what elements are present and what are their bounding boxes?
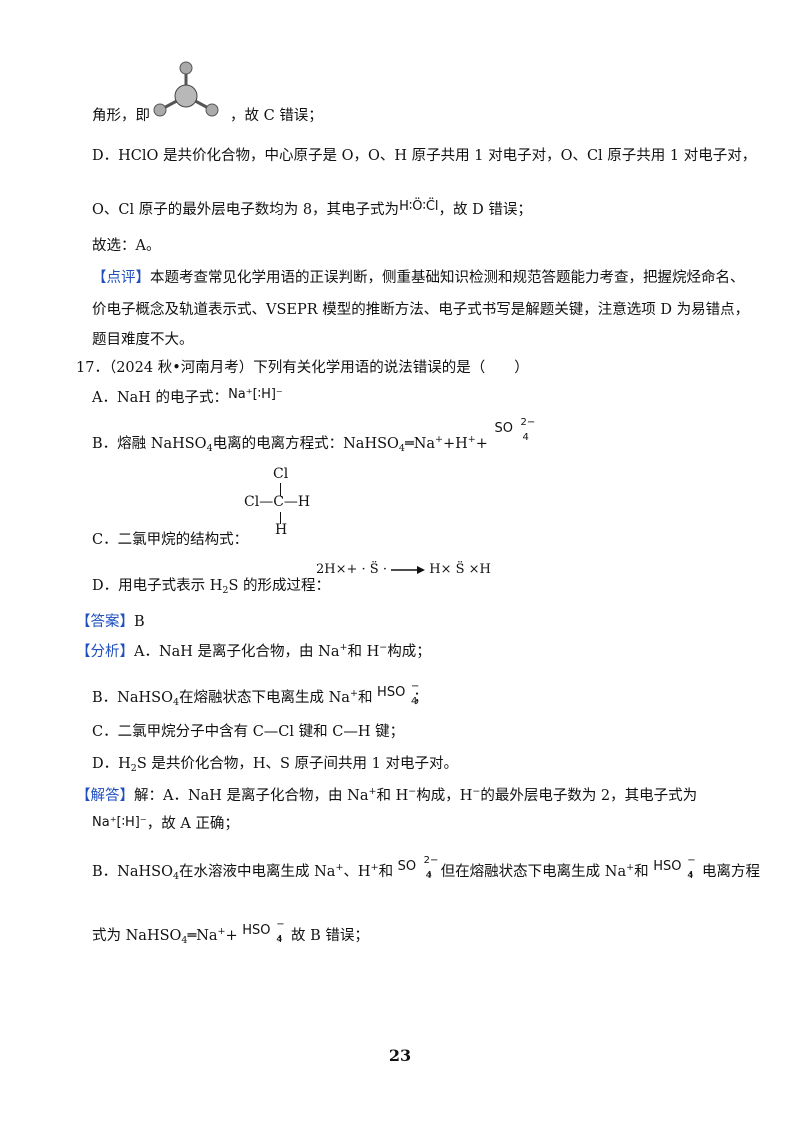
answer: 【答案】B xyxy=(76,614,145,630)
nah-electron-formula: Na⁺[∶H]⁻ xyxy=(92,815,147,830)
option-a: A．NaH 的电子式：Na⁺[∶H]⁻ xyxy=(92,387,283,406)
solution-a-2: Na⁺[∶H]⁻，故 A 正确； xyxy=(92,815,239,832)
hclo-electron-formula: H∶Ö∶C̈l xyxy=(399,199,439,214)
text-line: O、Cl 原子的最外层电子数均为 8，其电子式为H∶Ö∶C̈l，故 D 错误； xyxy=(92,199,532,218)
analysis-c: C．二氯甲烷分子中含有 C—Cl 键和 C—H 键； xyxy=(92,724,405,740)
analysis-a: 【分析】A．NaH 是离子化合物，由 Na+和 H−构成； xyxy=(76,642,431,660)
nah-electron-formula: Na⁺[∶H]⁻ xyxy=(228,387,283,402)
water-molecule-model xyxy=(153,61,219,117)
solution-b-2: 式为 NaHSO4═Na++ HSO−4 ，故 B 错误； xyxy=(92,919,369,946)
question-stem: 17．（2024 秋•河南月考）下列有关化学用语的说法错误的是（ ） xyxy=(76,360,529,376)
analysis-d: D．H2S 是共价化合物，H、S 原子间共用 1 对电子对。 xyxy=(92,756,459,774)
text-line: 角形，即，故 C 错误； xyxy=(92,108,323,124)
h2s-formation-process: 2H×+ · S̈ · H× S̈ ×H xyxy=(316,562,491,577)
reaction-arrow-icon xyxy=(391,565,426,574)
bisulfate-ion: HSO−4 xyxy=(377,681,420,707)
dichloromethane-structure: Cl Cl—C—H H xyxy=(244,466,311,538)
review-block: 【点评】本题考查常见化学用语的正误判断，侧重基础知识检测和规范答题能力考查，把握… xyxy=(92,270,745,286)
option-d: D．用电子式表示 H2S 的形成过程： xyxy=(92,578,330,596)
text-line: 故选：A。 xyxy=(92,238,161,254)
solution-a: 【解答】解：A．NaH 是离子化合物，由 Na+和 H−构成，H−的最外层电子数… xyxy=(76,786,698,804)
text-line: D．HClO 是共价化合物，中心原子是 O，O、H 原子共用 1 对电子对，O、… xyxy=(92,148,757,164)
analysis-b: B．NaHSO4在熔融状态下电离生成 Na+和 HSO−4 ； xyxy=(92,681,428,708)
page-number: 23 xyxy=(388,1046,412,1065)
bisulfate-ion: HSO−4 xyxy=(653,855,696,881)
text-line: 题目难度不大。 xyxy=(92,332,194,348)
option-c: C．二氯甲烷的结构式： xyxy=(92,532,249,548)
bisulfate-ion: HSO−4 xyxy=(242,919,285,945)
text-line: 价电子概念及轨道表示式、VSEPR 模型的推断方法、电子式书写是解题关键，注意选… xyxy=(92,302,750,318)
